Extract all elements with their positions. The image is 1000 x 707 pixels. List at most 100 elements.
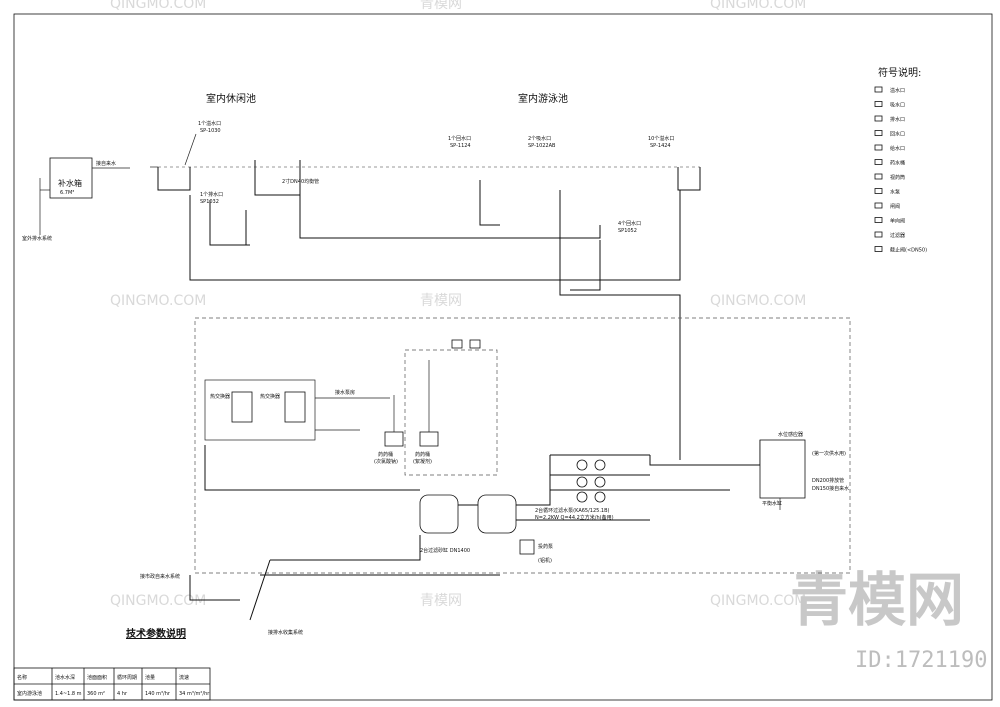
table-header-cell: 池水水深	[55, 674, 75, 681]
aux-tank-label: 水位感应器	[778, 431, 803, 438]
legend-label: 水泵	[890, 189, 900, 196]
callout-text: SP-1424	[650, 143, 671, 149]
aux-tank-label: (第一次供水用)	[812, 450, 846, 457]
callout-text: 1个回水口	[448, 135, 471, 142]
make-up-label: 接自来水	[96, 160, 116, 167]
legend-label: 过滤器	[890, 232, 905, 239]
watermark-text: QINGMO.COM	[110, 0, 206, 12]
table-header-cell: 名称	[17, 674, 27, 681]
symbol-legend: 符号说明: 溢水口吸水口排水口回水口给水口药水桶视药筒水泵闸阀单向阀过滤器截止阀…	[874, 66, 927, 254]
watermark-big: 青模网	[790, 566, 964, 634]
filter-icon	[874, 231, 883, 238]
gate-valve-icon	[874, 202, 883, 209]
balance-tank: 补水箱 6.7M³ 接自来水 室外排水系统	[22, 157, 130, 242]
legend-label: 截止阀(<DN50)	[890, 247, 927, 254]
watermark-text: QINGMO.COM	[710, 593, 806, 609]
heat-exchanger-label: 热交换器	[210, 393, 230, 400]
table-cell: 1.4~1.8 m	[55, 691, 82, 697]
watermark-layer: QINGMO.COM 青模网 QINGMO.COM QINGMO.COM 青模网…	[110, 0, 987, 673]
legend-label: 排水口	[890, 116, 905, 123]
dosing-pump-label: (铝机)	[538, 557, 552, 564]
swim-pool-title: 室内游泳池	[518, 92, 568, 105]
callout-text: 2个吸水口	[528, 135, 551, 142]
chem-tank-label: (次氯酸钠)	[374, 458, 398, 465]
plant-room-boundary	[194, 317, 851, 574]
aux-balance-tank: 平衡水缸 水位感应器 (第一次供水用) DN200排放管 DN150接自来水	[759, 431, 849, 510]
callout-text: 1个排水口	[200, 191, 223, 198]
legend-label: 溢水口	[890, 87, 905, 94]
legend-label: 单向阀	[890, 218, 905, 225]
callout-text: SP-1030	[200, 128, 221, 134]
drain-label: 室外排水系统	[22, 235, 52, 242]
suction-port-icon	[874, 101, 883, 107]
chem-tank-label: (絮凝剂)	[413, 458, 432, 465]
sewage-label: 接排水收集系统	[268, 629, 303, 636]
supply-port-icon	[874, 144, 883, 151]
sight-glass-icon	[874, 173, 883, 180]
legend-label: 闸阀	[890, 203, 900, 210]
leisure-pool-title: 室内休闲池	[206, 92, 256, 105]
stop-valve-icon	[874, 246, 883, 252]
legend-label: 吸水口	[890, 102, 905, 109]
table-header-cell: 池面面积	[87, 674, 107, 681]
watermark-text: QINGMO.COM	[110, 593, 206, 609]
pool-callouts: 1个溢水口 SP-1030 1个回水口 SP-1124 2个吸水口 SP-102…	[184, 120, 674, 234]
heat-exchanger-group: 热交换器 热交换器 接水泵房	[204, 379, 420, 491]
table-cell: 140 m³/hr	[145, 691, 171, 697]
filter-group: 2台过滤砂缸 DN1400	[419, 455, 650, 554]
watermark-text: QINGMO.COM	[710, 0, 806, 12]
legend-label: 药水桶	[890, 160, 905, 167]
callout-text: SP1052	[618, 228, 637, 234]
pump-label: 2台循环过滤水泵(KA65/125.1B)	[535, 507, 610, 514]
callout-text: 1个溢水口	[198, 120, 221, 127]
callout-text: SP-1022AB	[528, 143, 556, 149]
main-piping	[189, 180, 681, 460]
chem-tank-label: 药药桶	[415, 451, 430, 458]
table-cell: 34 m³/m²/hr	[179, 691, 210, 697]
drain-port-icon	[874, 115, 883, 122]
watermark-text: QINGMO.COM	[110, 293, 206, 309]
drawing-border	[13, 13, 993, 701]
table-header-cell: 流速	[179, 674, 189, 681]
dosing-pump: 投药泵 (铝机)	[519, 539, 553, 564]
callout-text: SP1032	[200, 199, 219, 205]
external-connections: 接市政自来水系统 接排水收集系统	[140, 535, 500, 636]
overflow-outlet-icon	[874, 86, 883, 93]
filter-label: 2台过滤砂缸 DN1400	[420, 547, 470, 554]
table-header-cell: 循环周期	[117, 674, 137, 681]
table-cell: 360 m²	[87, 691, 105, 697]
chem-room-boundary	[404, 349, 498, 476]
callout-text: 10个溢水口	[648, 135, 674, 142]
aux-tank-label: DN200排放管	[812, 477, 844, 484]
chem-tank-label: 药药桶	[378, 451, 393, 458]
municipal-label: 接市政自来水系统	[140, 573, 180, 580]
watermark-text: 青模网	[420, 293, 462, 309]
callout-text: 2寸DN40均衡管	[282, 178, 319, 185]
aux-tank-label: DN150接自来水	[812, 485, 849, 492]
chemical-tank-icon	[874, 159, 883, 165]
table-cell: 4 hr	[117, 691, 128, 697]
callout-text: 4个回水口	[618, 220, 641, 227]
watermark-id: ID:1721190	[855, 648, 987, 673]
pool-outline	[150, 160, 701, 196]
legend-title: 符号说明:	[878, 66, 921, 79]
table-cell: 室内游泳池	[17, 690, 42, 697]
balance-tank-volume: 6.7M³	[60, 190, 74, 196]
watermark-text: 青模网	[420, 593, 462, 609]
legend-label: 回水口	[890, 131, 905, 138]
to-storage-label: 接水泵房	[335, 389, 355, 396]
table-header-cell: 池量	[145, 674, 155, 681]
chemical-tanks: 药药桶 (次氯酸钠) 药药桶 (絮凝剂)	[374, 339, 481, 465]
callout-text: SP-1124	[450, 143, 471, 149]
pump-icon	[874, 188, 883, 194]
dosing-pump-label: 投药泵	[538, 543, 553, 550]
legend-label: 视药筒	[890, 174, 905, 181]
tech-params-title: 技术参数说明	[126, 627, 186, 640]
heat-exchanger-label: 热交换器	[260, 393, 280, 400]
pump-label: N=2.2KW Q=44.2立方米/h(备用)	[535, 514, 614, 521]
legend-label: 给水口	[890, 145, 905, 152]
watermark-text: 青模网	[420, 0, 462, 12]
aux-tank-label: 平衡水缸	[762, 500, 782, 507]
